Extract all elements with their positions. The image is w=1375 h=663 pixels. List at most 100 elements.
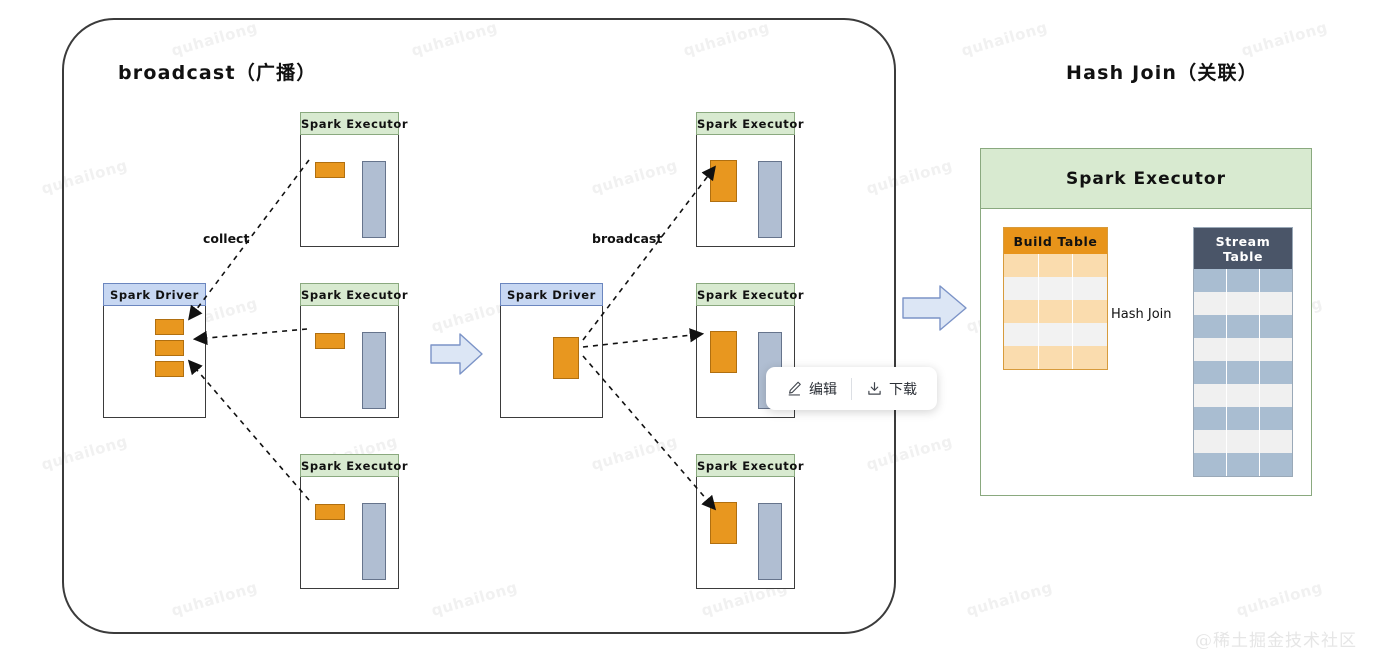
executor-body bbox=[696, 477, 795, 589]
edit-button[interactable]: 编辑 bbox=[772, 374, 851, 404]
image-toolbar[interactable]: 编辑 下载 bbox=[766, 367, 937, 410]
pencil-icon bbox=[788, 381, 801, 396]
table-cell bbox=[1227, 384, 1260, 407]
data-block-orange bbox=[155, 319, 184, 335]
table-cell bbox=[1227, 453, 1260, 476]
table-row bbox=[1194, 338, 1292, 361]
page-title-hash-join: Hash Join（关联） bbox=[1066, 62, 1258, 84]
executor-body bbox=[696, 135, 795, 247]
table-cell bbox=[1227, 292, 1260, 315]
data-block-blue bbox=[362, 332, 386, 409]
table-cell bbox=[1260, 315, 1292, 338]
table-row bbox=[1194, 292, 1292, 315]
table-cell bbox=[1260, 361, 1292, 384]
table-cell bbox=[1260, 384, 1292, 407]
download-button[interactable]: 下载 bbox=[852, 374, 931, 404]
table-cell bbox=[1004, 323, 1039, 346]
executor-right-1[interactable]: Spark Executor bbox=[696, 112, 804, 247]
build-table[interactable]: Build Table bbox=[1003, 227, 1108, 370]
executor-title: Spark Executor bbox=[696, 112, 804, 135]
executor-left-3[interactable]: Spark Executor bbox=[300, 454, 408, 589]
table-row bbox=[1194, 384, 1292, 407]
hash-join-executor-panel[interactable]: Spark Executor Build Table Stream Table … bbox=[980, 148, 1312, 496]
table-cell bbox=[1004, 346, 1039, 369]
table-cell bbox=[1260, 407, 1292, 430]
table-cell bbox=[1227, 269, 1260, 292]
table-cell bbox=[1073, 323, 1107, 346]
data-block-orange bbox=[710, 502, 737, 544]
hash-join-executor-title: Spark Executor bbox=[981, 149, 1311, 209]
flow-arrow-2 bbox=[902, 285, 967, 331]
data-block-orange bbox=[553, 337, 579, 379]
spark-driver-left[interactable]: Spark Driver bbox=[103, 283, 206, 418]
table-cell bbox=[1039, 346, 1074, 369]
table-row bbox=[1194, 361, 1292, 384]
table-row bbox=[1004, 254, 1107, 277]
executor-left-2[interactable]: Spark Executor bbox=[300, 283, 408, 418]
brand-watermark: @稀土掘金技术社区 bbox=[1195, 631, 1357, 651]
download-button-label: 下载 bbox=[889, 381, 917, 398]
table-cell bbox=[1194, 361, 1227, 384]
build-table-rows bbox=[1004, 254, 1107, 369]
table-cell bbox=[1227, 315, 1260, 338]
executor-right-3[interactable]: Spark Executor bbox=[696, 454, 804, 589]
data-block-orange bbox=[710, 160, 737, 202]
table-cell bbox=[1194, 315, 1227, 338]
table-cell bbox=[1039, 300, 1074, 323]
driver-body bbox=[500, 306, 603, 418]
table-cell bbox=[1004, 277, 1039, 300]
table-cell bbox=[1194, 269, 1227, 292]
table-cell bbox=[1260, 292, 1292, 315]
executor-left-1[interactable]: Spark Executor bbox=[300, 112, 408, 247]
table-row bbox=[1004, 323, 1107, 346]
table-cell bbox=[1039, 277, 1074, 300]
edge-label-broadcast: broadcast bbox=[592, 231, 663, 246]
edge-label-collect: collect bbox=[203, 231, 250, 246]
table-cell bbox=[1073, 277, 1107, 300]
stream-table-header: Stream Table bbox=[1194, 228, 1292, 269]
driver-title: Spark Driver bbox=[500, 283, 603, 306]
executor-title: Spark Executor bbox=[300, 112, 408, 135]
executor-title: Spark Executor bbox=[300, 454, 408, 477]
data-block-orange bbox=[315, 162, 345, 178]
table-row bbox=[1004, 346, 1107, 369]
data-block-blue bbox=[758, 161, 782, 238]
table-cell bbox=[1227, 407, 1260, 430]
executor-body bbox=[300, 477, 399, 589]
watermark-text: quhailong bbox=[959, 18, 1050, 60]
table-row bbox=[1194, 453, 1292, 476]
table-row bbox=[1194, 315, 1292, 338]
table-cell bbox=[1073, 300, 1107, 323]
spark-driver-right[interactable]: Spark Driver bbox=[500, 283, 603, 418]
table-row bbox=[1194, 407, 1292, 430]
table-cell bbox=[1194, 407, 1227, 430]
toolbar-divider bbox=[851, 377, 852, 400]
stream-table[interactable]: Stream Table bbox=[1193, 227, 1293, 477]
table-row bbox=[1194, 269, 1292, 292]
table-cell bbox=[1260, 269, 1292, 292]
table-cell bbox=[1260, 338, 1292, 361]
executor-body bbox=[300, 135, 399, 247]
table-cell bbox=[1194, 292, 1227, 315]
table-cell bbox=[1194, 430, 1227, 453]
executor-title: Spark Executor bbox=[696, 283, 804, 306]
data-block-orange bbox=[315, 333, 345, 349]
table-cell bbox=[1073, 254, 1107, 277]
table-row bbox=[1004, 300, 1107, 323]
watermark-text: quhailong bbox=[964, 578, 1055, 620]
build-table-header: Build Table bbox=[1004, 228, 1107, 254]
table-cell bbox=[1004, 254, 1039, 277]
executor-title: Spark Executor bbox=[696, 454, 804, 477]
table-cell bbox=[1004, 300, 1039, 323]
executor-title: Spark Executor bbox=[300, 283, 408, 306]
broadcast-panel-outline bbox=[62, 18, 896, 634]
executor-body bbox=[300, 306, 399, 418]
edit-button-label: 编辑 bbox=[809, 381, 837, 398]
data-block-orange bbox=[155, 361, 184, 377]
stream-table-rows bbox=[1194, 269, 1292, 476]
table-cell bbox=[1227, 338, 1260, 361]
table-cell bbox=[1194, 338, 1227, 361]
table-cell bbox=[1260, 453, 1292, 476]
data-block-orange bbox=[315, 504, 345, 520]
